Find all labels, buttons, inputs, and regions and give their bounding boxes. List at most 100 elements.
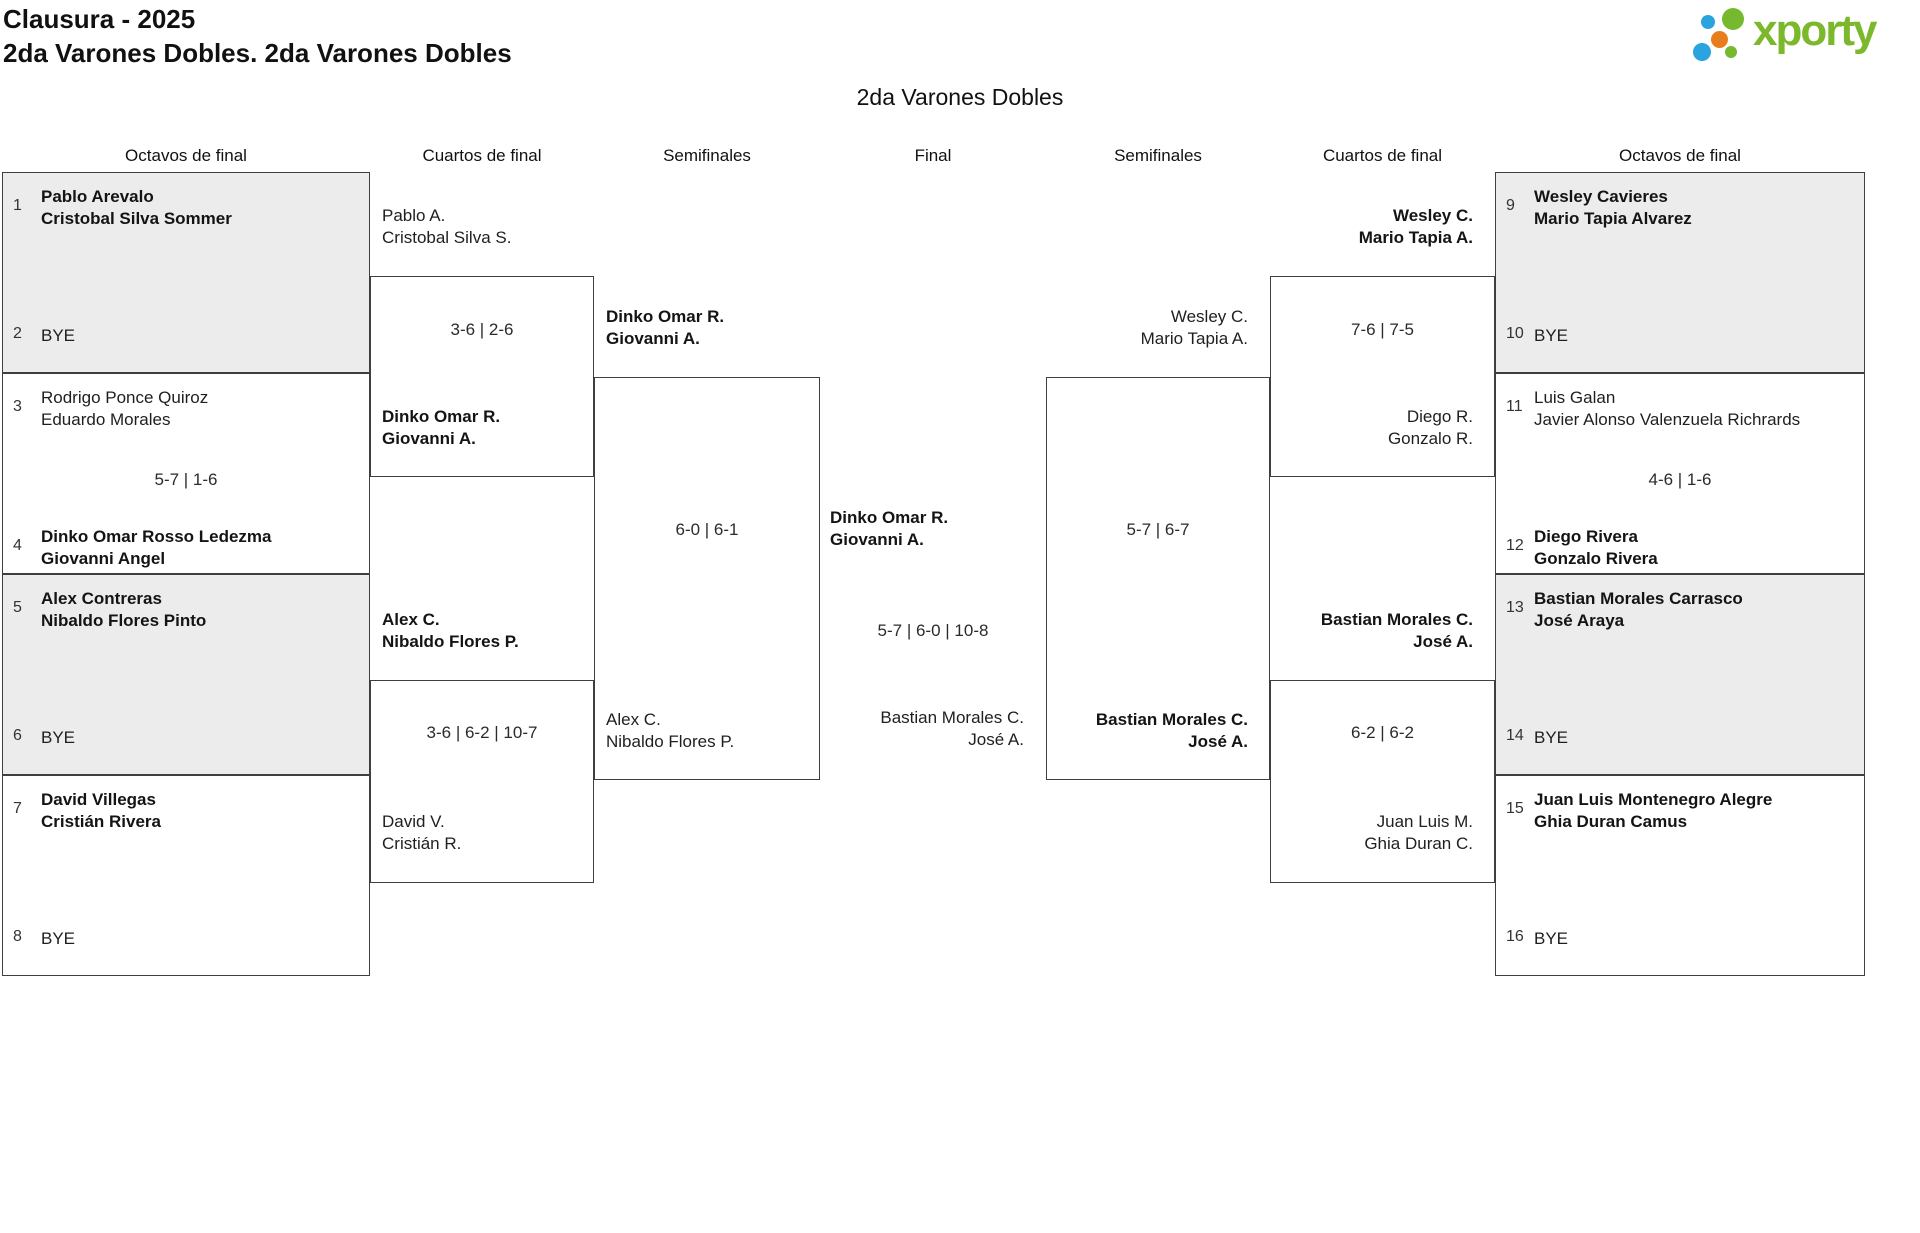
- player-name: Bastian Morales Carrasco: [1534, 589, 1743, 608]
- category-name: 2da Varones Dobles. 2da Varones Dobles: [3, 38, 512, 68]
- team-slot: 5 Alex Contreras Nibaldo Flores Pinto: [3, 588, 369, 632]
- player-name: Giovanni A.: [382, 429, 476, 448]
- team-slot: 7 David Villegas Cristián Rivera: [3, 789, 369, 833]
- match-box-octavos-right-4: 15 Juan Luis Montenegro Alegre Ghia Dura…: [1495, 775, 1865, 976]
- advancing-team: Diego R. Gonzalo R.: [1270, 406, 1485, 450]
- player-name: Wesley Cavieres: [1534, 187, 1668, 206]
- match-score: 6-0 | 6-1: [675, 520, 739, 539]
- team-slot: 4 Dinko Omar Rosso Ledezma Giovanni Ange…: [3, 526, 369, 570]
- team-slot: 11 Luis Galan Javier Alonso Valenzuela R…: [1496, 387, 1864, 431]
- team-slot: 1 Pablo Arevalo Cristobal Silva Sommer: [3, 186, 369, 230]
- bracket-box-cuartos-right-top: [1270, 276, 1495, 477]
- player-name: David V.: [382, 812, 445, 831]
- player-name: BYE: [1534, 326, 1569, 345]
- player-name: Dinko Omar R.: [382, 407, 501, 426]
- seed-number: 16: [1506, 928, 1524, 945]
- seed-number: 5: [13, 599, 22, 616]
- player-name: Nibaldo Flores Pinto: [41, 611, 207, 630]
- advancing-team: Pablo A. Cristobal Silva S.: [382, 205, 511, 249]
- logo-dot-icon: [1693, 43, 1711, 61]
- match-box-octavos-left-3: 5 Alex Contreras Nibaldo Flores Pinto 6 …: [2, 574, 370, 775]
- advancing-team: Wesley C. Mario Tapia A.: [1270, 205, 1485, 249]
- player-name: José A.: [968, 730, 1024, 749]
- team-slot: 16 BYE: [1496, 928, 1864, 950]
- match-score: 5-7 | 1-6: [154, 470, 218, 489]
- advancing-team: Wesley C. Mario Tapia A.: [1046, 306, 1260, 350]
- bracket-box-cuartos-left-top: [370, 276, 594, 477]
- player-name: BYE: [41, 326, 76, 345]
- tournament-name: Clausura - 2025: [3, 4, 196, 34]
- player-name: Alex C.: [606, 710, 661, 729]
- final-score: 5-7 | 6-0 | 10-8: [877, 621, 989, 640]
- bracket-box-cuartos-right-bottom: [1270, 680, 1495, 883]
- player-name: Bastian Morales C.: [1320, 610, 1473, 629]
- player-name: Cristobal Silva S.: [382, 228, 512, 247]
- seed-number: 10: [1506, 325, 1524, 342]
- team-slot: 14 BYE: [1496, 727, 1864, 749]
- match-box-octavos-right-1: 9 Wesley Cavieres Mario Tapia Alvarez 10…: [1495, 172, 1865, 373]
- round-label-octavos-right: Octavos de final: [1619, 146, 1741, 165]
- team-slot: 9 Wesley Cavieres Mario Tapia Alvarez: [1496, 186, 1864, 230]
- seed-number: 11: [1506, 398, 1523, 415]
- seed-number: 6: [13, 727, 22, 744]
- player-name: Giovanni A.: [830, 530, 924, 549]
- round-label-semis-right: Semifinales: [1114, 146, 1202, 165]
- match-score: 5-7 | 6-7: [1126, 520, 1190, 539]
- team-slot: 10 BYE: [1496, 325, 1864, 347]
- bracket-box-cuartos-left-bottom: [370, 680, 594, 883]
- logo-dot-icon: [1725, 46, 1737, 58]
- player-name: Alex Contreras: [41, 589, 162, 608]
- player-name: BYE: [1534, 728, 1569, 747]
- team-slot: 8 BYE: [3, 928, 369, 950]
- bracket-title: 2da Varones Dobles: [856, 84, 1064, 110]
- match-box-octavos-right-3: 13 Bastian Morales Carrasco José Araya 1…: [1495, 574, 1865, 775]
- finalist-team: Dinko Omar R. Giovanni A.: [830, 507, 948, 551]
- player-name: Giovanni Angel: [41, 549, 166, 568]
- seed-number: 3: [13, 398, 22, 415]
- player-name: Wesley C.: [1170, 307, 1248, 326]
- logo-dot-icon: [1701, 15, 1715, 29]
- seed-number: 15: [1506, 800, 1524, 817]
- player-name: Nibaldo Flores P.: [606, 732, 735, 751]
- round-label-cuartos-left: Cuartos de final: [422, 146, 542, 165]
- bracket-box-semifinal-right: [1046, 377, 1270, 780]
- player-name: José A.: [1188, 732, 1248, 751]
- seed-number: 12: [1506, 537, 1524, 554]
- match-score: 3-6 | 2-6: [450, 320, 514, 339]
- player-name: Ghia Duran Camus: [1534, 812, 1688, 831]
- player-name: Rodrigo Ponce Quiroz: [41, 388, 209, 407]
- seed-number: 7: [13, 800, 22, 817]
- advancing-team: David V. Cristián R.: [382, 811, 461, 855]
- player-name: BYE: [1534, 929, 1569, 948]
- player-name: Juan Luis Montenegro Alegre: [1534, 790, 1773, 809]
- logo-text: xporty: [1753, 6, 1877, 55]
- player-name: Diego R.: [1406, 407, 1473, 426]
- player-name: Cristián R.: [382, 834, 462, 853]
- player-name: Ghia Duran C.: [1364, 834, 1473, 853]
- team-slot: 13 Bastian Morales Carrasco José Araya: [1496, 588, 1864, 632]
- match-score: 7-6 | 7-5: [1350, 320, 1414, 339]
- seed-number: 9: [1506, 197, 1515, 214]
- match-box-octavos-left-4: 7 David Villegas Cristián Rivera 8 BYE: [2, 775, 370, 976]
- advancing-team: Alex C. Nibaldo Flores P.: [606, 709, 734, 753]
- player-name: Alex C.: [382, 610, 440, 629]
- seed-number: 2: [13, 325, 22, 342]
- player-name: Pablo A.: [382, 206, 446, 225]
- player-name: José Araya: [1534, 611, 1625, 630]
- finalist-team: Bastian Morales C. José A.: [820, 707, 1036, 751]
- team-slot: 2 BYE: [3, 325, 369, 347]
- player-name: David Villegas: [41, 790, 156, 809]
- player-name: Diego Rivera: [1534, 527, 1638, 546]
- player-name: Bastian Morales C.: [880, 708, 1024, 727]
- match-score: 6-2 | 6-2: [1350, 723, 1414, 742]
- player-name: Wesley C.: [1392, 206, 1473, 225]
- player-name: Cristobal Silva Sommer: [41, 209, 232, 228]
- player-name: Mario Tapia A.: [1358, 228, 1473, 247]
- xporty-logo[interactable]: xporty: [1690, 4, 1915, 66]
- bracket-box-semifinal-left: [594, 377, 820, 780]
- team-slot: 6 BYE: [3, 727, 369, 749]
- match-box-octavos-right-2: 11 Luis Galan Javier Alonso Valenzuela R…: [1495, 373, 1865, 574]
- logo-dot-icon: [1711, 31, 1728, 48]
- player-name: Gonzalo Rivera: [1534, 549, 1658, 568]
- seed-number: 8: [13, 928, 22, 945]
